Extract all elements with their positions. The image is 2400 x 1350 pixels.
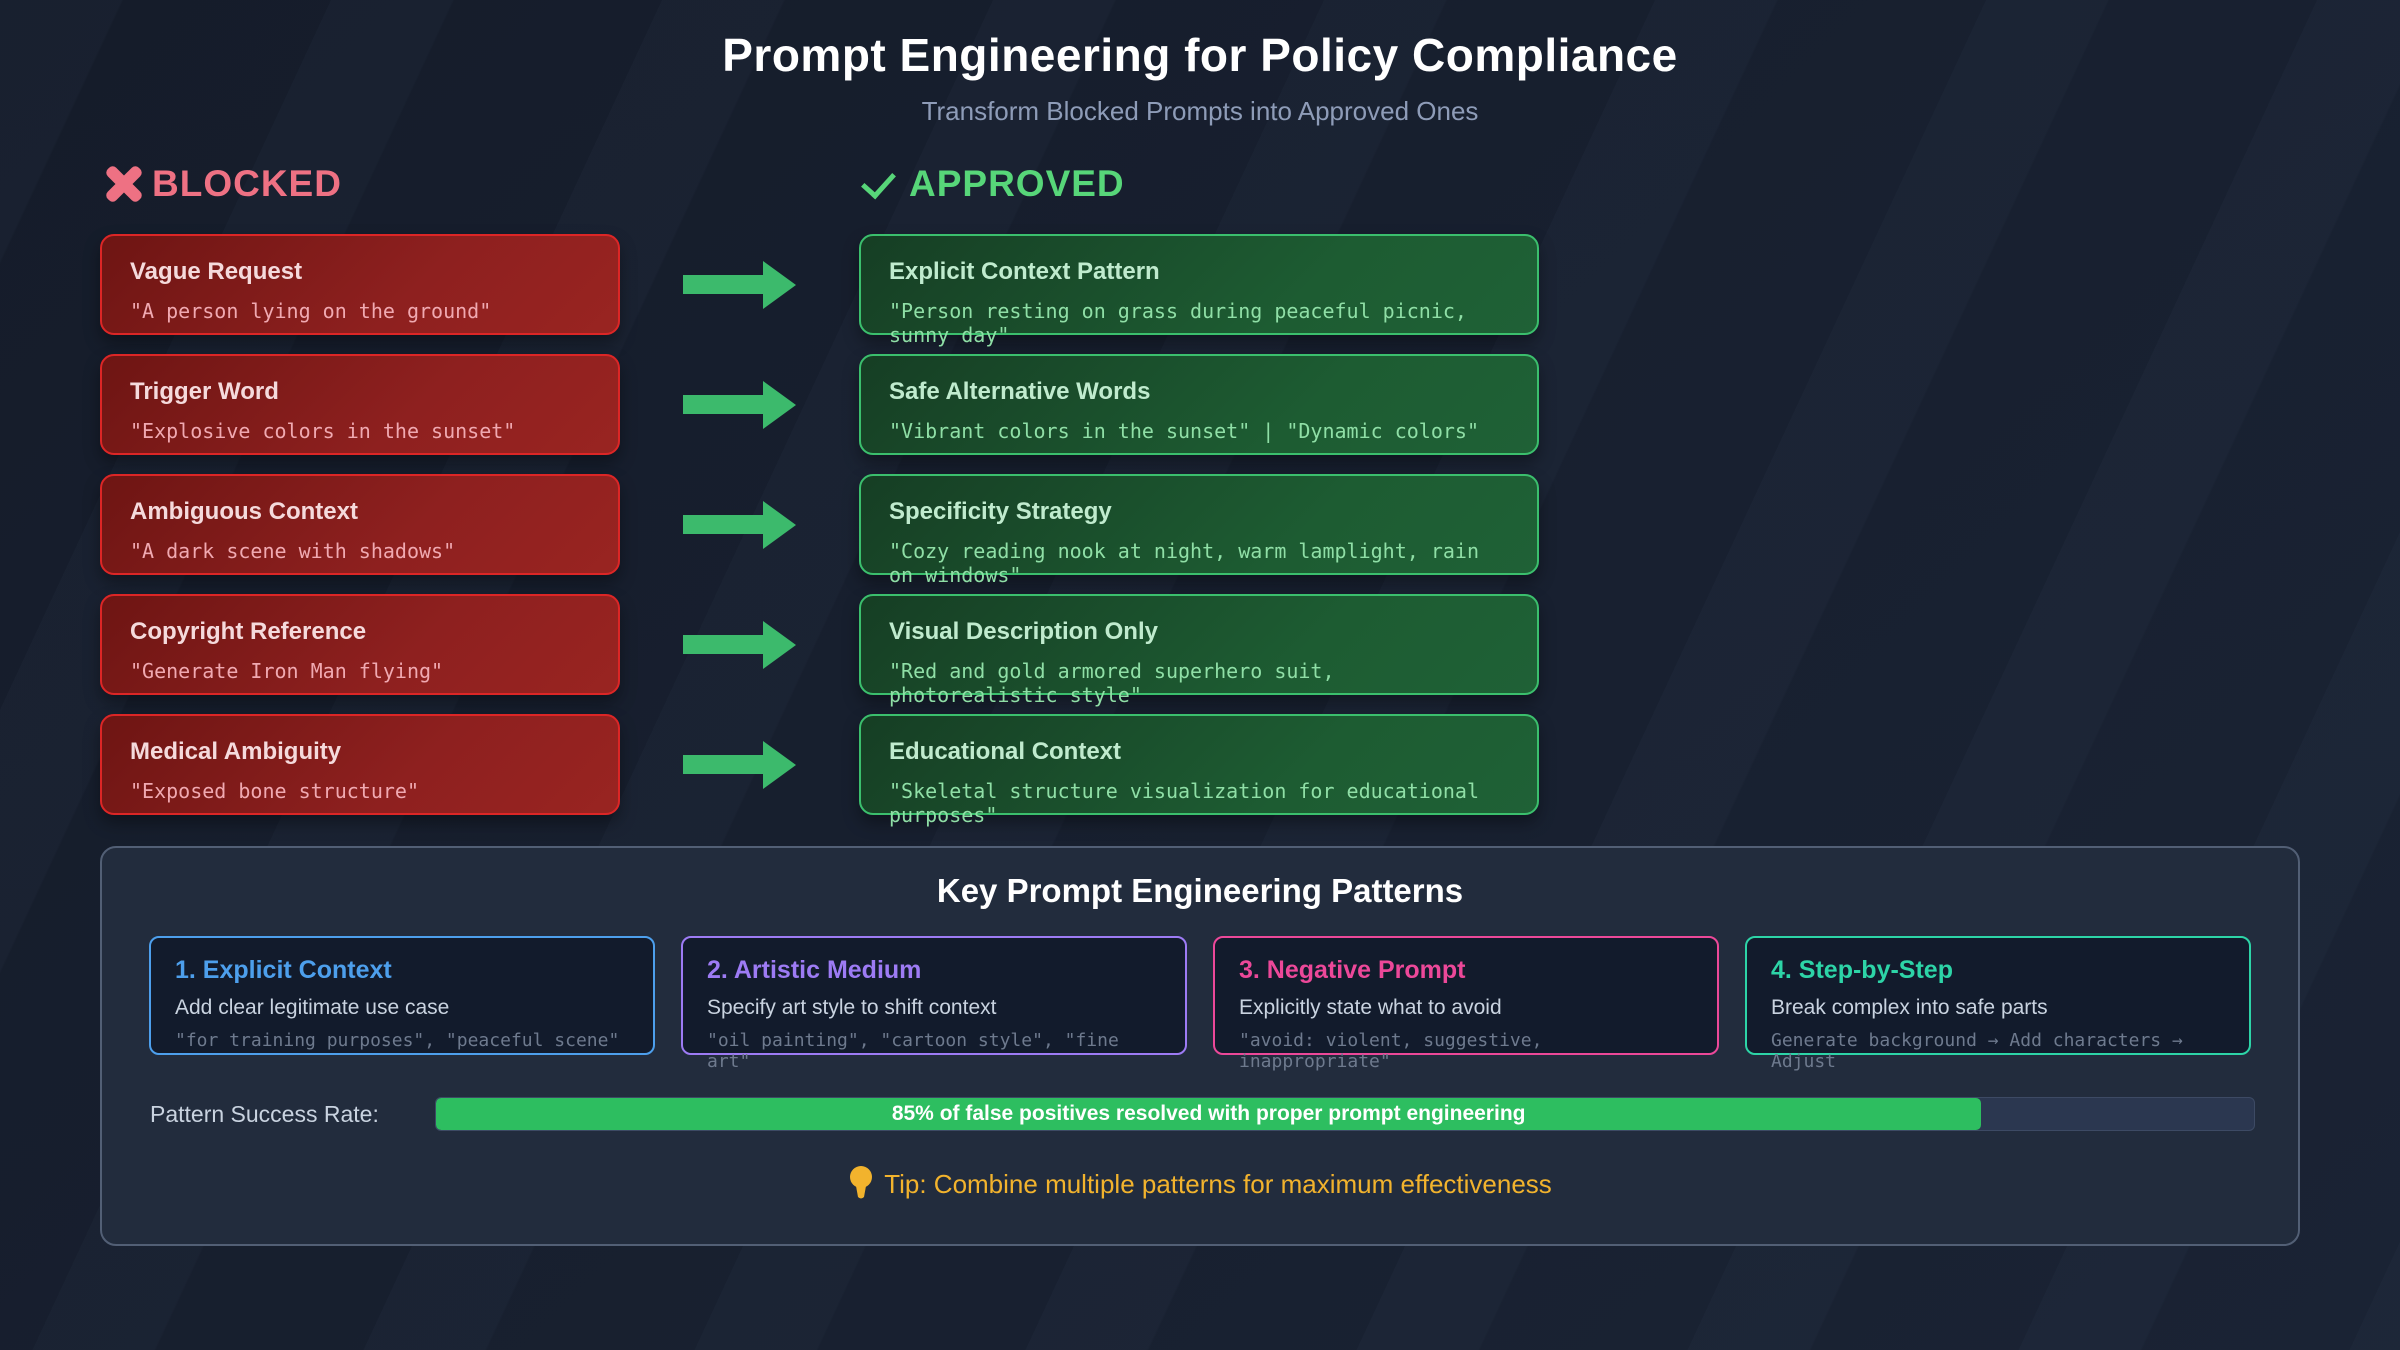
pattern-description: Specify art style to shift context	[707, 996, 997, 1019]
success-bar-track: 85% of false positives resolved with pro…	[435, 1097, 2255, 1131]
approved-card: Educational Context "Skeletal structure …	[859, 714, 1539, 827]
blocked-card: Vague Request "A person lying on the gro…	[100, 234, 620, 335]
blocked-card-prompt: "A dark scene with shadows"	[130, 539, 456, 563]
blocked-card: Trigger Word "Explosive colors in the su…	[100, 354, 620, 455]
blocked-card-prompt: "Explosive colors in the sunset"	[130, 419, 516, 443]
x-icon	[100, 160, 148, 208]
check-icon	[859, 164, 895, 204]
blocked-card-prompt: "Generate Iron Man flying"	[130, 659, 444, 683]
right-arrow-icon	[683, 620, 796, 669]
page-subtitle: Transform Blocked Prompts into Approved …	[921, 96, 1479, 126]
approved-card-prompt: "Red and gold armored superhero suit, ph…	[889, 659, 1335, 707]
blocked-card-title: Trigger Word	[130, 378, 279, 405]
success-rate-label: Pattern Success Rate:	[150, 1100, 379, 1127]
approved-card-prompt: "Vibrant colors in the sunset" | "Dynami…	[889, 419, 1480, 443]
approved-card-prompt: "Skeletal structure visualization for ed…	[889, 779, 1480, 827]
approved-card-prompt: "Person resting on grass during peaceful…	[889, 299, 1467, 347]
blocked-card: Ambiguous Context "A dark scene with sha…	[100, 474, 620, 575]
pattern-card-explicit-context: 1. Explicit Context Add clear legitimate…	[149, 936, 655, 1055]
pattern-title: 2. Artistic Medium	[707, 956, 922, 984]
pattern-description: Add clear legitimate use case	[175, 996, 450, 1019]
approved-card: Explicit Context Pattern "Person resting…	[859, 234, 1539, 347]
page-title: Prompt Engineering for Policy Compliance	[722, 29, 1678, 81]
pattern-title: 4. Step-by-Step	[1771, 956, 1953, 984]
blocked-heading-label: BLOCKED	[152, 163, 342, 204]
pattern-example: "oil painting", "cartoon style", "fine a…	[707, 1030, 1119, 1072]
tip-text: Tip: Combine multiple patterns for maxim…	[884, 1168, 1552, 1199]
right-arrow-icon	[683, 260, 796, 309]
right-arrow-icon	[683, 740, 796, 789]
pattern-card-negative-prompt: 3. Negative Prompt Explicitly state what…	[1213, 936, 1719, 1072]
success-bar-fill: 85% of false positives resolved with pro…	[436, 1098, 1982, 1130]
approved-card-title: Explicit Context Pattern	[889, 258, 1160, 285]
success-rate-row: Pattern Success Rate: 85% of false posit…	[102, 1097, 2298, 1131]
approved-card-title: Visual Description Only	[889, 618, 1158, 645]
patterns-panel: Key Prompt Engineering Patterns 1. Expli…	[100, 846, 2300, 1246]
approved-column: APPROVED Explicit Context Pattern "Perso…	[859, 159, 1539, 834]
blocked-card-title: Ambiguous Context	[130, 498, 358, 525]
pattern-title: 3. Negative Prompt	[1239, 956, 1466, 984]
pattern-example: Generate background → Add characters → A…	[1771, 1030, 2183, 1072]
comparison-area: BLOCKED Vague Request "A person lying on…	[100, 159, 2400, 834]
pattern-row: 1. Explicit Context Add clear legitimate…	[102, 936, 2298, 1072]
approved-card-title: Safe Alternative Words	[889, 378, 1151, 405]
blocked-card-title: Vague Request	[130, 258, 303, 285]
blocked-card-title: Medical Ambiguity	[130, 738, 342, 765]
right-arrow-icon	[683, 380, 796, 429]
pattern-example: "for training purposes", "peaceful scene…	[175, 1030, 620, 1051]
blocked-column: BLOCKED Vague Request "A person lying on…	[100, 159, 620, 834]
blocked-card: Copyright Reference "Generate Iron Man f…	[100, 594, 620, 695]
approved-heading: APPROVED	[859, 159, 1539, 209]
pattern-card-step-by-step: 4. Step-by-Step Break complex into safe …	[1745, 936, 2251, 1072]
blocked-card: Medical Ambiguity "Exposed bone structur…	[100, 714, 620, 815]
approved-card-title: Specificity Strategy	[889, 498, 1112, 525]
blocked-heading: BLOCKED	[100, 159, 620, 209]
approved-card-title: Educational Context	[889, 738, 1122, 765]
approved-card: Safe Alternative Words "Vibrant colors i…	[859, 354, 1539, 455]
patterns-heading: Key Prompt Engineering Patterns	[936, 872, 1464, 909]
blocked-card-title: Copyright Reference	[130, 618, 367, 645]
pattern-description: Explicitly state what to avoid	[1239, 996, 1502, 1019]
pattern-example: "avoid: violent, suggestive, inappropria…	[1239, 1030, 1543, 1072]
pattern-title: 1. Explicit Context	[175, 956, 392, 984]
approved-heading-label: APPROVED	[909, 163, 1125, 204]
blocked-card-prompt: "A person lying on the ground"	[130, 299, 492, 323]
pattern-card-artistic-medium: 2. Artistic Medium Specify art style to …	[681, 936, 1187, 1072]
blocked-card-prompt: "Exposed bone structure"	[130, 779, 419, 803]
success-bar-text: 85% of false positives resolved with pro…	[891, 1102, 1526, 1125]
right-arrow-icon	[683, 500, 796, 549]
approved-card: Specificity Strategy "Cozy reading nook …	[859, 474, 1539, 587]
arrows-spacer	[620, 159, 859, 209]
arrows-column	[620, 159, 859, 834]
header: Prompt Engineering for Policy Compliance…	[0, 0, 2400, 127]
approved-card: Visual Description Only "Red and gold ar…	[859, 594, 1539, 707]
approved-card-prompt: "Cozy reading nook at night, warm lampli…	[889, 539, 1480, 587]
pattern-description: Break complex into safe parts	[1771, 996, 2048, 1019]
lightbulb-icon	[850, 1166, 873, 1199]
tip-row: Tip: Combine multiple patterns for maxim…	[102, 1165, 2298, 1203]
